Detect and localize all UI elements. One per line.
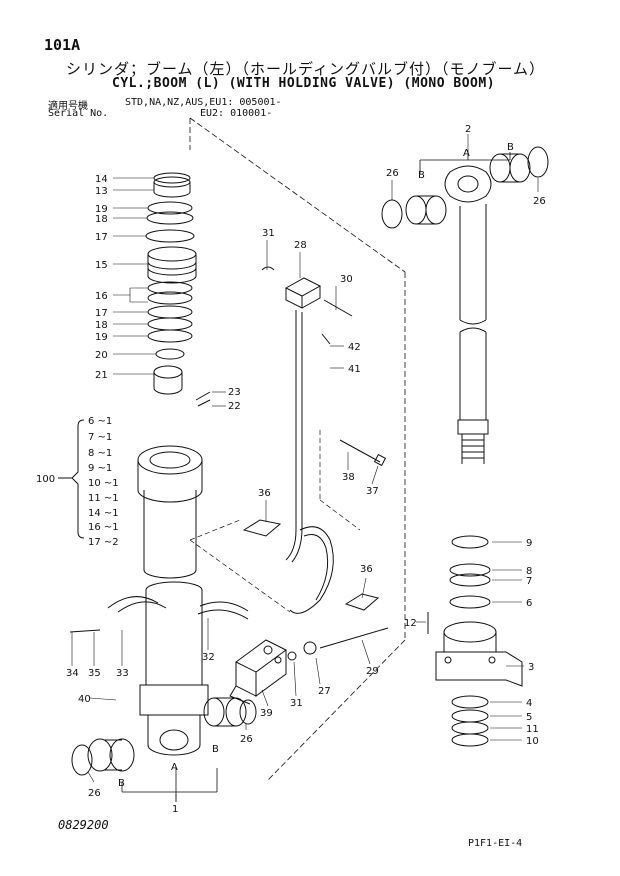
kit-item-9: 17 ~2	[88, 537, 119, 548]
serial-range-2: EU2: 010001-	[200, 108, 273, 119]
callout-28: 28	[294, 240, 307, 251]
callout-26b: 26	[386, 168, 399, 179]
callout-30: 30	[340, 274, 353, 285]
callout-5: 5	[526, 712, 532, 723]
callout-23: 23	[228, 387, 241, 398]
callout-21: 21	[95, 370, 108, 381]
bolt-37-38	[339, 439, 387, 467]
kit-item-8: 16 ~1	[88, 522, 119, 533]
kit-brace	[58, 419, 85, 539]
drawing-number: 0829200	[58, 818, 109, 832]
callout-36: 36	[258, 488, 271, 499]
callout-7: 7	[526, 576, 532, 587]
callout-4: 4	[526, 698, 532, 709]
kit-number: 100	[36, 474, 55, 485]
kit-item-6: 11 ~1	[88, 493, 119, 504]
inner-dashed-frame	[189, 430, 361, 613]
kit-item-4: 9 ~1	[88, 463, 112, 474]
callout-10: 10	[526, 736, 539, 747]
callout-1: 1	[172, 804, 178, 815]
callout-33: 33	[116, 668, 129, 679]
callout-40: 40	[78, 694, 91, 705]
title-english: CYL.;BOOM (L) (WITH HOLDING VALVE) (MONO…	[112, 76, 496, 91]
bushing-left	[71, 738, 135, 776]
leader-lines	[71, 134, 539, 802]
clips-36	[242, 519, 380, 611]
view-mark-b-top-right: B	[507, 142, 514, 153]
callout-38: 38	[342, 472, 355, 483]
callout-41: 41	[348, 364, 361, 375]
callout-9: 9	[526, 538, 532, 549]
clamps	[69, 596, 249, 633]
page-reference: P1F1-EI-4	[468, 838, 523, 849]
callout-labels: 14 13 19 18 17 15 16 17 18 19 20 21 23 2…	[36, 124, 546, 815]
callout-11: 11	[526, 724, 539, 735]
callout-20: 20	[95, 350, 108, 361]
callout-18: 18	[95, 214, 108, 225]
callout-8: 8	[526, 566, 532, 577]
view-mark-b-bottom-right: B	[212, 744, 219, 755]
view-marker-lines	[121, 150, 511, 802]
callout-14: 14	[95, 174, 108, 185]
view-mark-a-bottom: A	[171, 762, 178, 773]
callout-12: 12	[404, 618, 417, 629]
title-japanese: シリンダ；ブーム（左）（ホールディングバルブ付）（モノブーム）	[66, 60, 546, 78]
piston-seal-stack	[145, 172, 211, 407]
callout-13: 13	[95, 186, 108, 197]
kit-item-1: 6 ~1	[88, 416, 112, 427]
callout-16: 16	[95, 291, 108, 302]
bottom-seals	[451, 695, 489, 747]
callout-19b: 19	[95, 332, 108, 343]
serial-label-en: Serial No.	[48, 108, 109, 119]
callout-3: 3	[528, 662, 534, 673]
view-mark-a-top: A	[463, 148, 470, 159]
view-mark-b-top-left: B	[418, 170, 425, 181]
bushing-middle	[203, 697, 257, 727]
page-code: 101A	[44, 36, 81, 54]
view-mark-b-bottom-left: B	[118, 778, 125, 789]
callout-34: 34	[66, 668, 79, 679]
callout-39: 39	[260, 708, 273, 719]
piston-rod	[444, 165, 492, 464]
rod-cover	[427, 612, 523, 687]
kit-item-5: 10 ~1	[88, 478, 119, 489]
kit-item-3: 8 ~1	[88, 448, 112, 459]
callout-18b: 18	[95, 320, 108, 331]
callout-29: 29	[366, 666, 379, 677]
rod-29	[287, 627, 389, 661]
kit-item-7: 14 ~1	[88, 508, 119, 519]
holding-valve	[229, 639, 287, 705]
callout-6: 6	[526, 598, 532, 609]
rod-seals	[449, 535, 491, 609]
callout-17b: 17	[95, 308, 108, 319]
cylinder-barrel	[139, 581, 209, 756]
callout-26d: 26	[88, 788, 101, 799]
callout-27: 27	[318, 686, 331, 697]
callout-42: 42	[348, 342, 361, 353]
serial-label-jp: 適用号機	[48, 101, 88, 112]
callout-22: 22	[228, 401, 241, 412]
callout-2: 2	[465, 124, 471, 135]
callout-19: 19	[95, 204, 108, 215]
serial-range-1: STD,NA,NZ,AUS,EU1: 005001-	[125, 97, 282, 108]
callout-32: 32	[202, 652, 215, 663]
callout-31: 31	[262, 228, 275, 239]
callout-26: 26	[240, 734, 253, 745]
pipe-assembly	[261, 266, 353, 614]
callout-35: 35	[88, 668, 101, 679]
callout-31b: 31	[290, 698, 303, 709]
callout-26c: 26	[533, 196, 546, 207]
callout-15: 15	[95, 260, 108, 271]
cylinder-head	[137, 445, 203, 579]
callout-36b: 36	[360, 564, 373, 575]
kit-item-2: 7 ~1	[88, 432, 112, 443]
callout-37: 37	[366, 486, 379, 497]
callout-17: 17	[95, 232, 108, 243]
bushing-right	[381, 146, 549, 229]
boundary-box	[189, 117, 406, 781]
